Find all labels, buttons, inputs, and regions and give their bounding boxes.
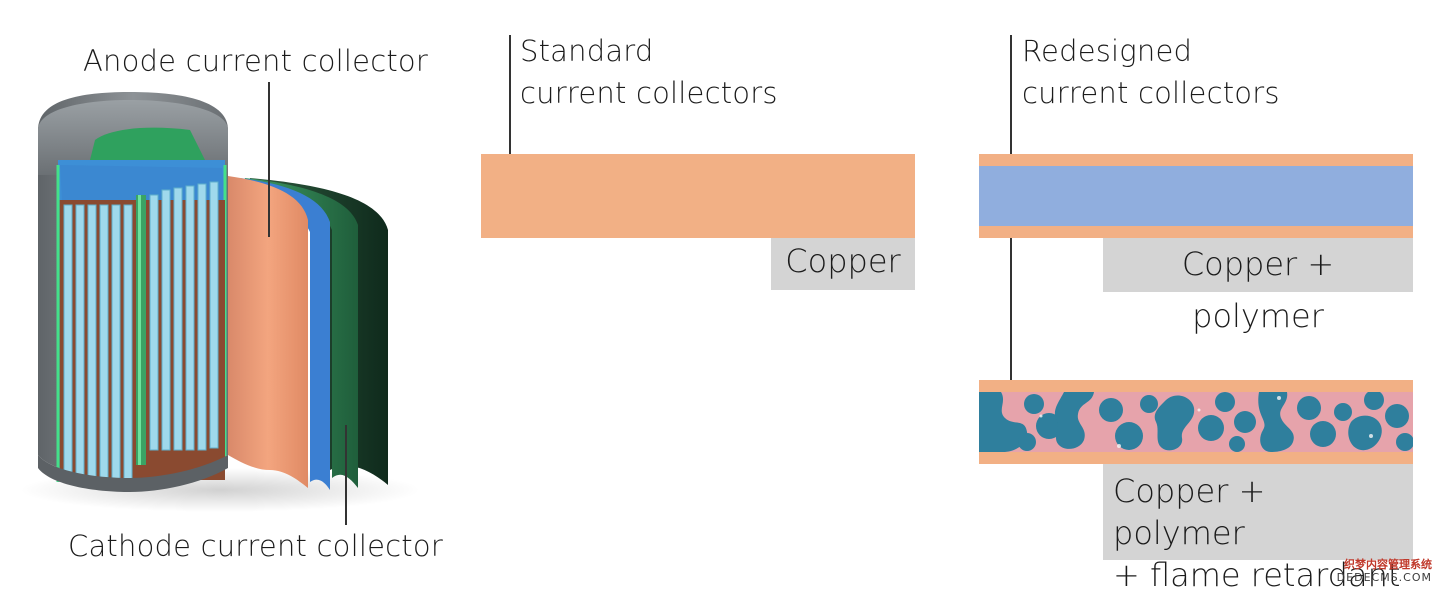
standard-title-line2: current collectors — [520, 76, 778, 110]
watermark-cn: 织梦内容管理系统 — [1344, 558, 1432, 571]
copper-top-layer — [979, 154, 1413, 166]
watermark-en: DEDECMS.COM — [1336, 571, 1432, 584]
standard-title: Standard current collectors — [520, 30, 778, 114]
copper-polymer-flame-tag-line2: + flame retardant — [1113, 556, 1401, 594]
copper-polymer-flame-tag-line1: Copper + polymer — [1113, 472, 1266, 552]
redesigned-leader-line-bottom — [1010, 238, 1012, 380]
battery-cutaway-svg — [20, 92, 420, 512]
standard-leader-line — [509, 35, 511, 155]
flame-retardant-texture — [979, 392, 1413, 452]
polymer-layer — [979, 166, 1413, 226]
copper-tag: Copper — [771, 238, 915, 290]
copper-bottom-layer — [979, 226, 1413, 238]
redesigned-leader-line-top — [1010, 35, 1012, 155]
standard-copper-layer — [481, 154, 915, 238]
copper-bottom-layer-2 — [979, 452, 1413, 464]
anode-leader-line — [268, 82, 270, 237]
copper-top-layer-2 — [979, 380, 1413, 392]
cathode-label: Cathode current collector — [68, 529, 443, 563]
watermark: 织梦内容管理系统 DEDECMS.COM — [1320, 558, 1432, 584]
standard-title-line1: Standard — [520, 34, 654, 68]
copper-polymer-flame-stack — [979, 380, 1413, 464]
battery-illustration — [0, 0, 460, 591]
anode-label: Anode current collector — [83, 44, 428, 78]
redesigned-title-line2: current collectors — [1022, 76, 1280, 110]
cathode-leader-line — [345, 425, 347, 525]
copper-polymer-flame-tag: Copper + polymer + flame retardant — [1103, 464, 1413, 594]
redesigned-title-line1: Redesigned — [1022, 34, 1193, 68]
copper-polymer-stack — [979, 154, 1413, 238]
copper-polymer-tag: Copper + polymer — [1103, 238, 1413, 335]
redesigned-title: Redesigned current collectors — [1022, 30, 1280, 114]
